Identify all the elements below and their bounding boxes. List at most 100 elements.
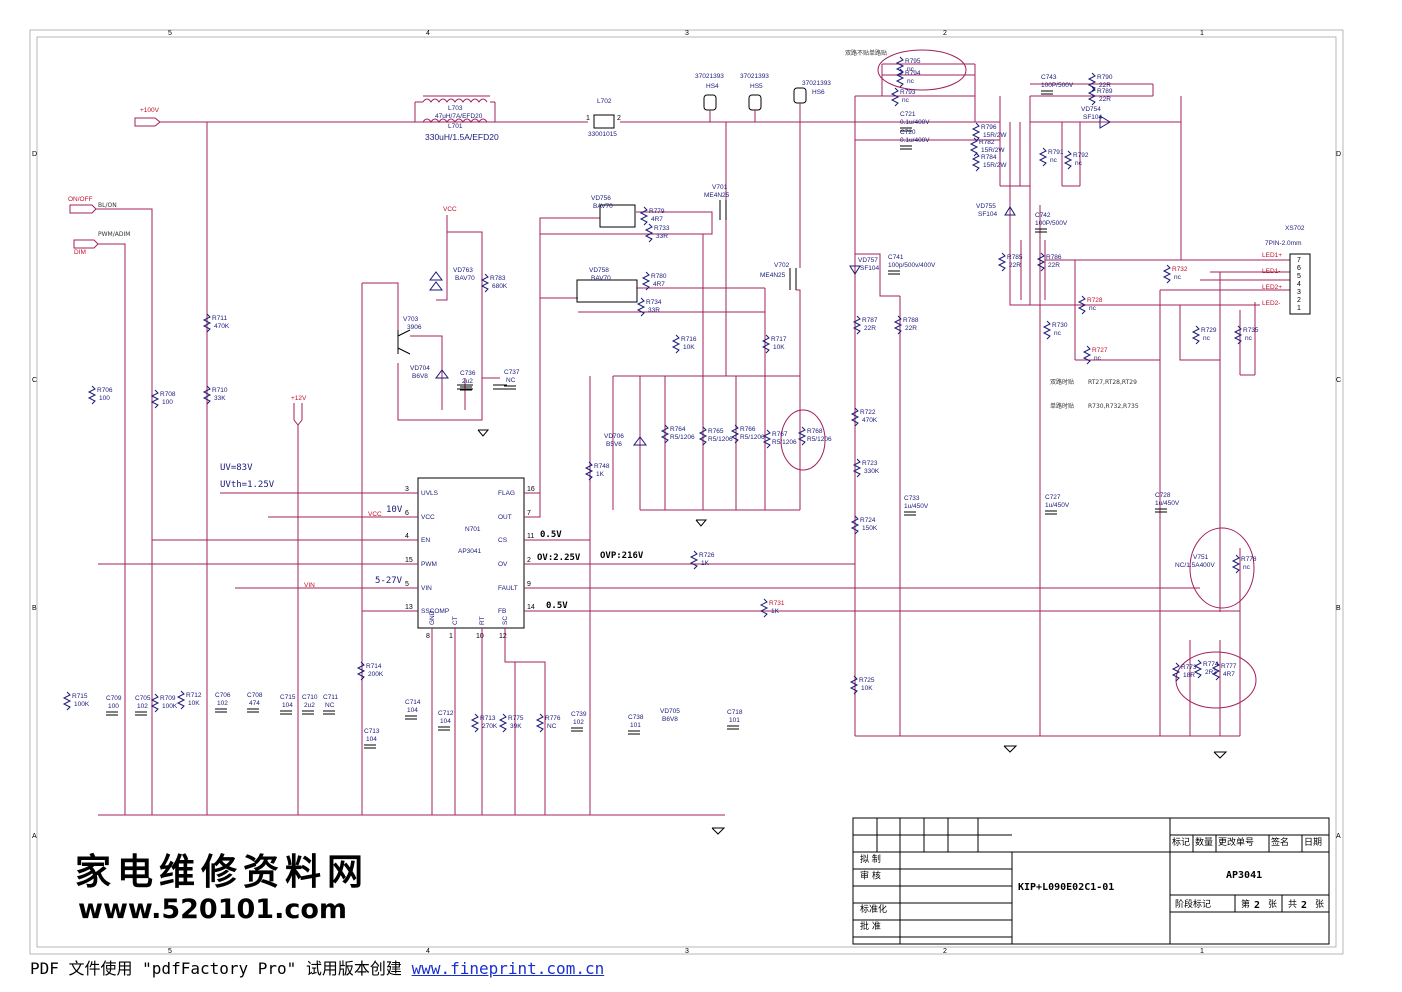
component-value: 1K: [701, 560, 710, 567]
ic-pin-number: 5: [405, 581, 409, 588]
component-value: nc: [1089, 305, 1097, 312]
grid-row-label: C: [1336, 377, 1341, 384]
component-ref: C714: [405, 699, 421, 706]
uv-note: UV=83V: [220, 463, 253, 473]
resistor-symbol: [797, 426, 807, 446]
ic-pin-number: 16: [527, 486, 535, 493]
ic-pin-number: 14: [527, 604, 535, 611]
mosfet-labels: V701 ME4N25 V702 ME4N25 V751 NC/1.5A400V…: [403, 184, 1215, 569]
svg-text:7PIN-2.0mm: 7PIN-2.0mm: [1265, 240, 1301, 247]
connector-pin: 2: [1297, 297, 1301, 304]
svg-text:ME4N25: ME4N25: [704, 192, 730, 199]
ic-pin-name: VIN: [421, 585, 432, 592]
grid-row-label: A: [32, 833, 37, 840]
component-ref: R765: [708, 428, 724, 435]
component-ref: VD758: [589, 267, 609, 274]
svg-text:47uH/7A/EFD20: 47uH/7A/EFD20: [435, 113, 483, 120]
vcc-driver: VCC: [361, 206, 507, 815]
resistor-symbol: [1162, 264, 1172, 284]
component-ref: R788: [903, 317, 919, 324]
component-ref: R735: [1243, 327, 1259, 334]
component-ref: C727: [1045, 494, 1061, 501]
component-value: 22R: [864, 325, 876, 332]
component-value: 104: [407, 707, 418, 714]
component-ref: R730: [1052, 322, 1068, 329]
svg-text:HS4: HS4: [706, 83, 719, 90]
component-value: 22R: [1009, 262, 1021, 269]
component-ref: R780: [651, 273, 667, 280]
svg-text:N701: N701: [465, 526, 481, 533]
component-value: nc: [1094, 355, 1102, 362]
resistor-symbol: [762, 429, 772, 449]
svg-text:PWM/ADIM: PWM/ADIM: [98, 231, 130, 238]
component-ref: R786: [1046, 254, 1062, 261]
component-value: 100K: [162, 703, 178, 710]
component-value: 2u2: [462, 378, 473, 385]
dual-parts: RT27,RT28,RT29: [1088, 379, 1137, 386]
component-ref: R722: [860, 409, 876, 416]
component-ref: C743: [1041, 74, 1057, 81]
component-value: 470K: [862, 417, 878, 424]
component-ref: R732: [1172, 266, 1188, 273]
component-value: 15R/2W: [983, 162, 1007, 169]
svg-text:V751: V751: [1193, 554, 1209, 561]
svg-text:V701: V701: [712, 184, 728, 191]
ic-pin-number: 13: [405, 604, 413, 611]
component-value: 104: [440, 718, 451, 725]
stage-label: 阶段标记: [1175, 898, 1211, 910]
component-value: nc: [1245, 335, 1253, 342]
component-ref: C721: [900, 111, 916, 118]
component-ref: R779: [649, 208, 665, 215]
svg-text:37021393: 37021393: [802, 80, 831, 87]
component-value: 22R: [1099, 82, 1111, 89]
tb-row-label: 拟 制: [860, 853, 881, 865]
component-ref: R728: [1087, 297, 1103, 304]
component-ref: R729: [1201, 327, 1217, 334]
component-ref: C737: [504, 369, 520, 376]
svg-text:1: 1: [586, 115, 590, 122]
component-ref: R748: [594, 463, 610, 470]
connector-pin: 5: [1297, 273, 1301, 280]
ic-pin-name: OV: [498, 561, 508, 568]
component-ref: VD704: [410, 365, 430, 372]
component-ref: C711: [323, 694, 338, 701]
component-ref: VD705: [660, 708, 680, 715]
tb-row-label: 标准化: [860, 903, 887, 915]
svg-text:HS5: HS5: [750, 83, 763, 90]
component-value: 4R7: [1223, 671, 1235, 678]
svg-text:张: 张: [1268, 899, 1277, 910]
connector-pin: 7: [1297, 257, 1301, 264]
component-ref: C709: [106, 695, 122, 702]
svg-text:DIM: DIM: [74, 249, 86, 256]
resistor-symbol: [730, 424, 740, 444]
component-value: R5/1206: [772, 439, 797, 446]
tb-header: 日期: [1304, 837, 1322, 848]
ov-value: OV:2.25V: [537, 553, 581, 563]
resistor-symbol: [639, 206, 649, 226]
grid-col-label: 4: [426, 30, 430, 37]
component-ref: R726: [699, 552, 715, 559]
drawing-number: KIP+L090E02C1-01: [1018, 882, 1114, 893]
ic-pin-number: 7: [527, 510, 531, 517]
component-ref: R766: [740, 426, 756, 433]
footer-link[interactable]: www.fineprint.com.cn: [411, 959, 605, 978]
svg-text:LED1+: LED1+: [1262, 252, 1282, 259]
component-value: NC: [325, 702, 335, 709]
resistor-symbol: [850, 407, 860, 427]
grid-col-label: 5: [168, 948, 172, 955]
component-value: R5/1206: [708, 436, 733, 443]
component-ref: R789: [1097, 88, 1113, 95]
component-ref: R731: [769, 600, 785, 607]
grid-col-label: 5: [168, 30, 172, 37]
ic-pin-name: VCC: [421, 514, 435, 521]
watermark-cn: 家电维修资料网: [75, 851, 369, 893]
component-ref: R790: [1097, 74, 1113, 81]
component-value: nc: [1243, 564, 1251, 571]
resistor-symbol: [1233, 325, 1243, 345]
component-ref: R710: [212, 387, 228, 394]
resistor-symbol: [1193, 659, 1203, 679]
svg-text:LED1-: LED1-: [1262, 268, 1280, 275]
watermark-url: www.520101.com: [78, 894, 347, 925]
component-ref: R711: [212, 315, 227, 322]
